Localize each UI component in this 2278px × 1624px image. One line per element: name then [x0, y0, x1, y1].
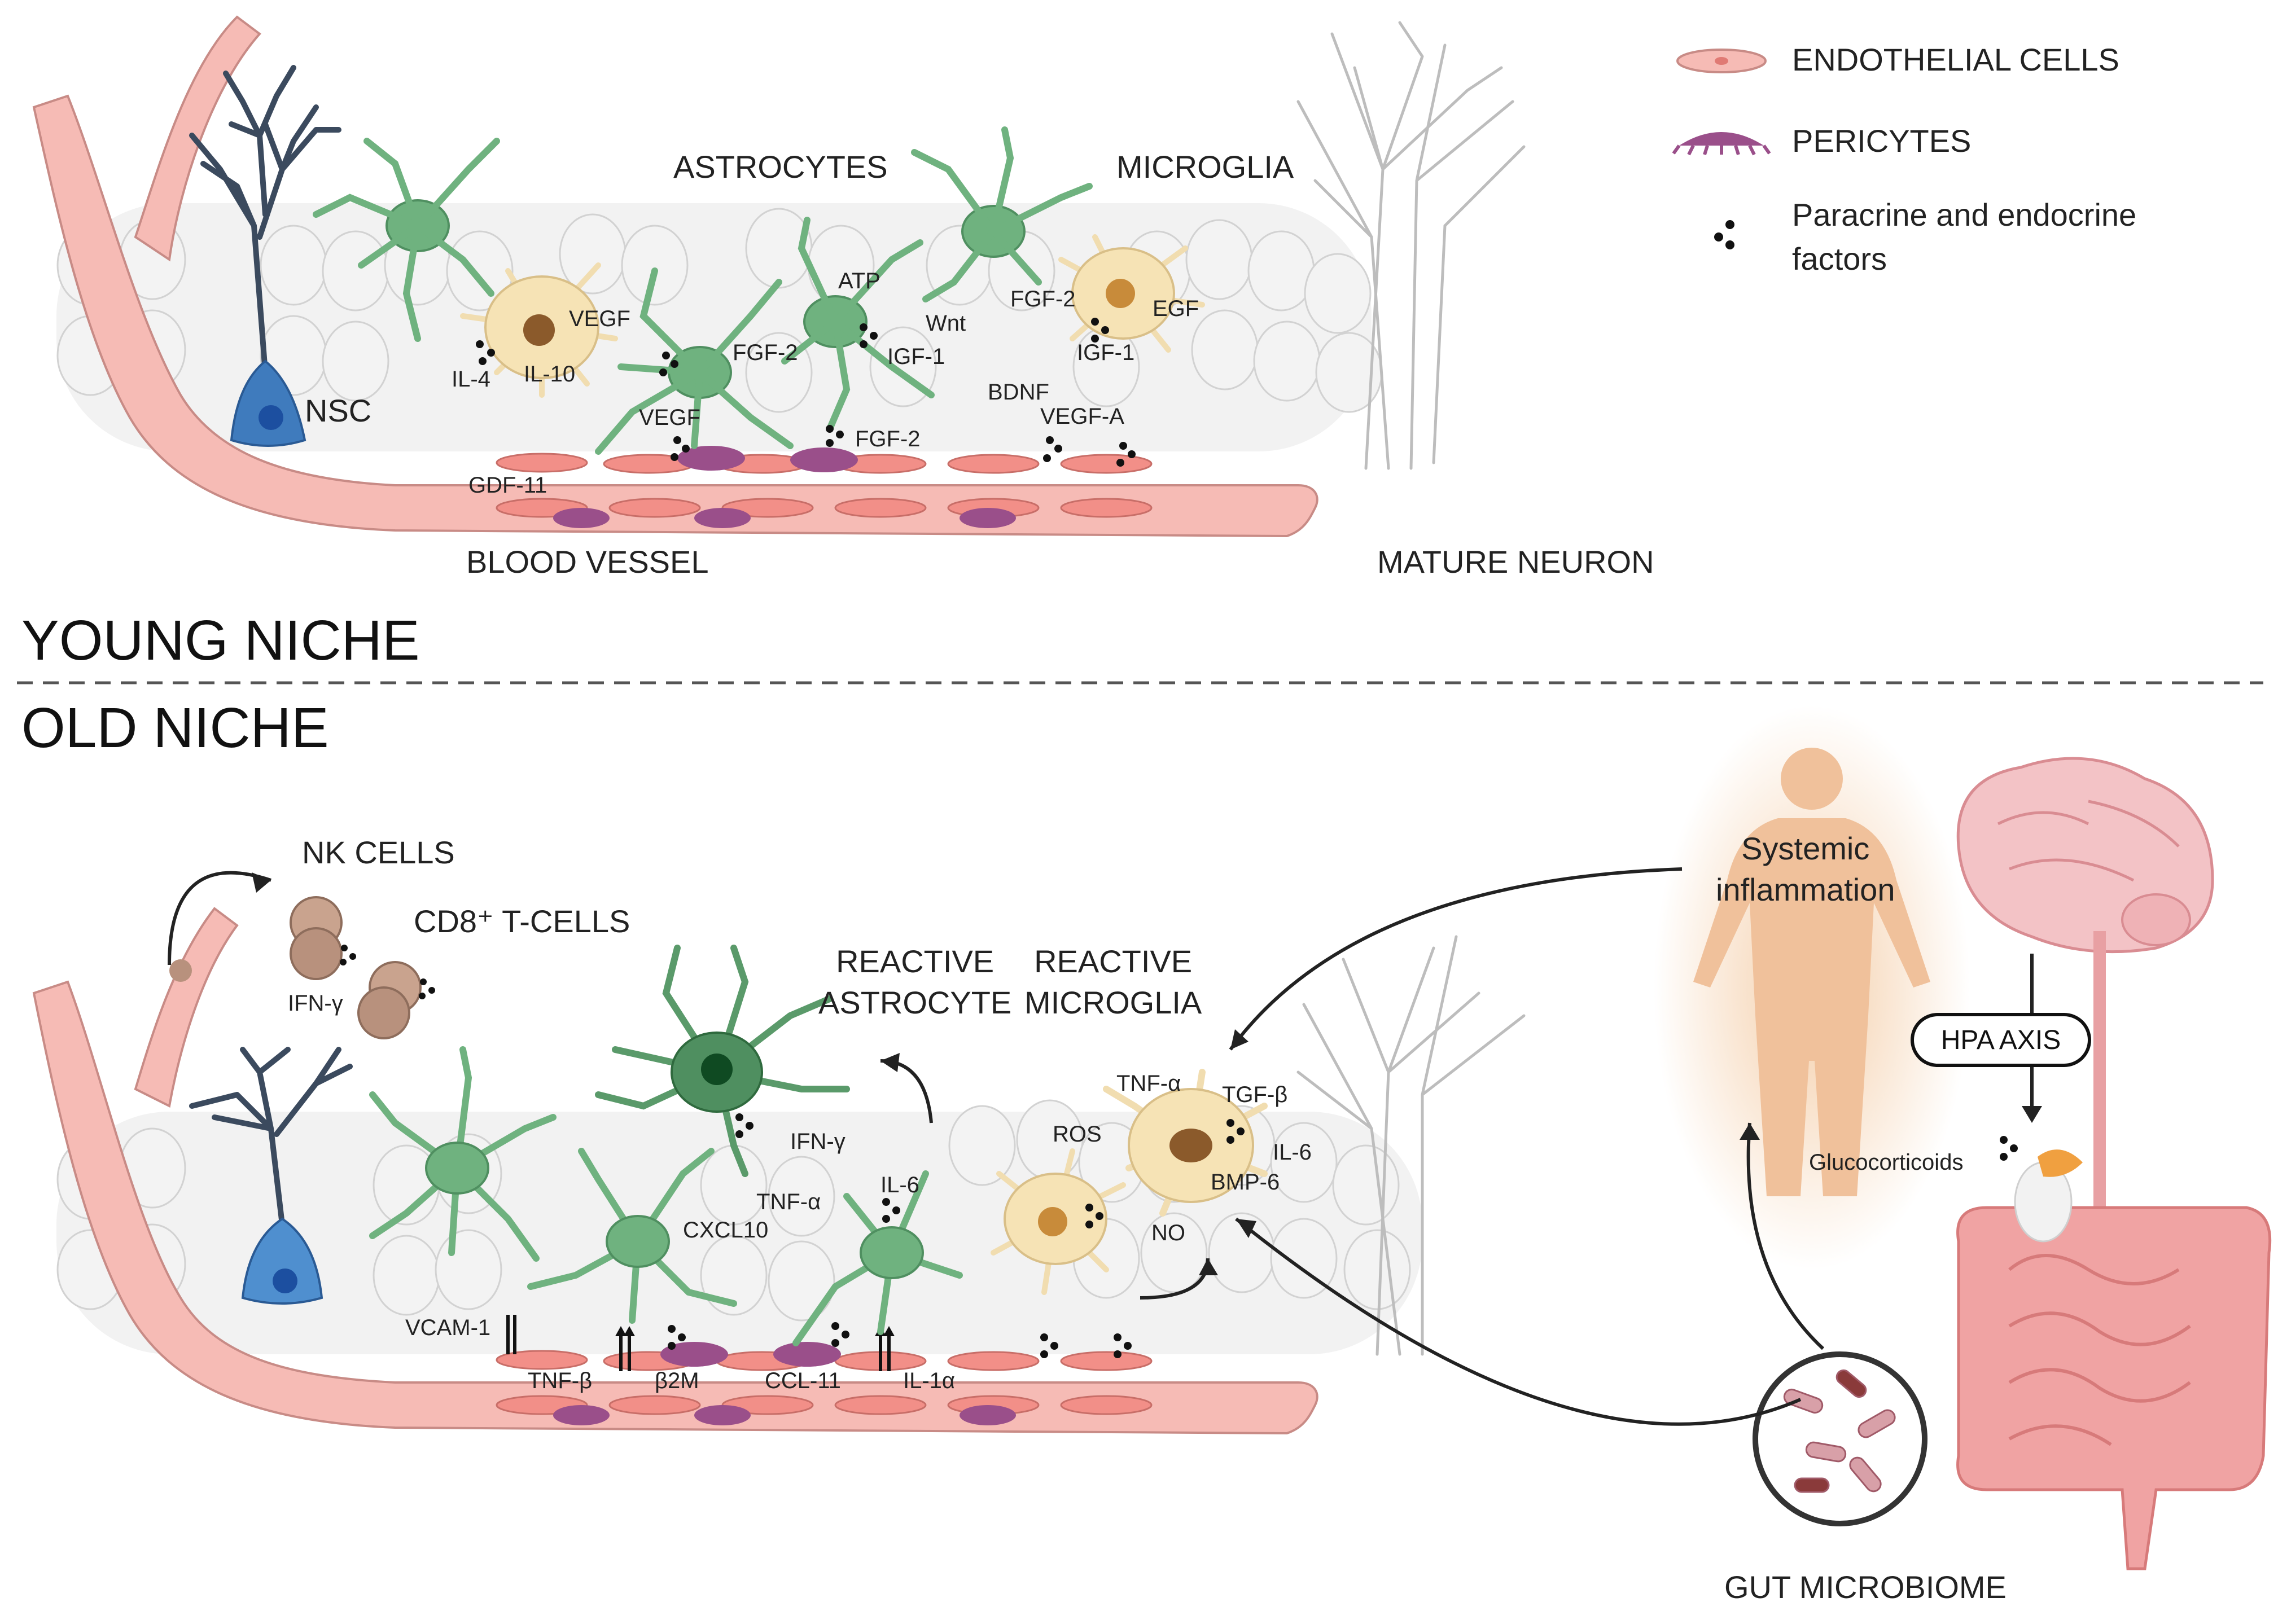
factor-label: CXCL10 — [683, 1218, 769, 1243]
young-astrocyte-processes — [313, 126, 1093, 455]
gut-microbiome-circle — [1753, 1351, 1927, 1526]
factor-label: BMP-6 — [1211, 1170, 1280, 1195]
factor-label: TNF-β — [528, 1368, 593, 1393]
factor-label: FGF-2 — [855, 427, 921, 451]
gut-microbiome-label: GUT MICROBIOME — [1724, 1569, 2007, 1605]
legend-icons — [1672, 49, 1771, 249]
nsc-label: NSC — [305, 393, 372, 428]
factor-label: IGF-1 — [1077, 340, 1135, 365]
hpa-axis-label: HPA AXIS — [1911, 1013, 2091, 1067]
nsc-cell-young — [189, 65, 341, 447]
factor-label: CCL-11 — [765, 1368, 841, 1393]
factor-label: FGF-2 — [733, 340, 798, 365]
brain — [1956, 757, 2214, 1241]
factor-label: IL-10 — [524, 362, 576, 387]
young-factor-dots — [476, 318, 1136, 467]
factor-label: IL-1α — [903, 1368, 956, 1393]
immune-cells — [169, 896, 435, 1039]
nk-cells-label: NK CELLS — [302, 835, 455, 870]
young-microglia — [460, 234, 1205, 398]
young-mature-neuron — [1296, 21, 1526, 470]
blood-vessel-label: BLOOD VESSEL — [466, 544, 709, 580]
factor-label: NO — [1151, 1221, 1185, 1245]
reactive-astrocyte-cell — [595, 945, 850, 1177]
old-blood-vessel — [32, 907, 1318, 1435]
old-mature-neuron — [1296, 935, 1526, 1356]
legend-factors-label: Paracrine and endocrine factors — [1792, 197, 2137, 277]
factor-label: TNF-α — [756, 1190, 821, 1214]
factor-label: BDNF — [988, 380, 1049, 405]
glucocorticoids-label: Glucocorticoids — [1809, 1150, 1964, 1175]
systemic-inflammation-label: Systemic inflammation — [1716, 831, 1895, 907]
factor-label: IFN-γ — [790, 1129, 846, 1154]
factor-label: EGF — [1153, 296, 1199, 321]
arrows — [168, 867, 2034, 1426]
human-silhouette — [1654, 705, 1970, 1270]
factor-label: IL-6 — [880, 1173, 919, 1197]
mature-neuron-label: MATURE NEURON — [1377, 544, 1654, 580]
young-niche-title: YOUNG NICHE — [21, 609, 420, 672]
cd8-label: CD8⁺ T-CELLS — [414, 903, 630, 939]
reactive-astrocyte-label: REACTIVE ASTROCYTE — [818, 943, 1012, 1020]
factor-label: IL-6 — [1273, 1140, 1312, 1165]
legend-pericytes-label: PERICYTES — [1792, 123, 1972, 159]
factor-label: FGF-2 — [1010, 287, 1076, 311]
adrenal-gland — [2014, 1149, 2083, 1243]
factor-label: VEGF — [639, 405, 700, 430]
gut — [1956, 1206, 2272, 1570]
factor-label: IFN-γ — [288, 991, 343, 1016]
reactive-microglia-label: REACTIVE MICROGLIA — [1024, 943, 1202, 1020]
arrowheads — [252, 872, 2042, 1275]
old-astrocytes — [369, 1046, 963, 1346]
factor-label: VCAM-1 — [405, 1315, 491, 1340]
old-microglia — [991, 1069, 1268, 1295]
old-factor-dots — [668, 1113, 2018, 1358]
factor-label: β2M — [655, 1368, 699, 1393]
factor-label: IL-4 — [452, 367, 490, 392]
factor-label: IGF-1 — [887, 344, 945, 369]
old-astrocyte-bodies — [425, 1142, 924, 1279]
young-microglia-label: MICROGLIA — [1116, 149, 1294, 185]
factor-label: ROS — [1053, 1122, 1102, 1147]
factor-label: ATP — [838, 269, 880, 293]
young-astrocytes-label: ASTROCYTES — [673, 149, 888, 185]
factor-label: TGF-β — [1222, 1082, 1288, 1107]
old-niche-title: OLD NICHE — [21, 696, 329, 760]
factor-label: TNF-α — [1116, 1071, 1181, 1096]
factor-label: VEGF — [569, 306, 630, 331]
factor-label: Wnt — [926, 311, 966, 336]
factor-label: GDF-11 — [468, 473, 547, 498]
factor-label: VEGF-A — [1040, 404, 1124, 429]
nsc-cell-old — [189, 1047, 353, 1305]
legend-endothelial-label: ENDOTHELIAL CELLS — [1792, 42, 2119, 77]
